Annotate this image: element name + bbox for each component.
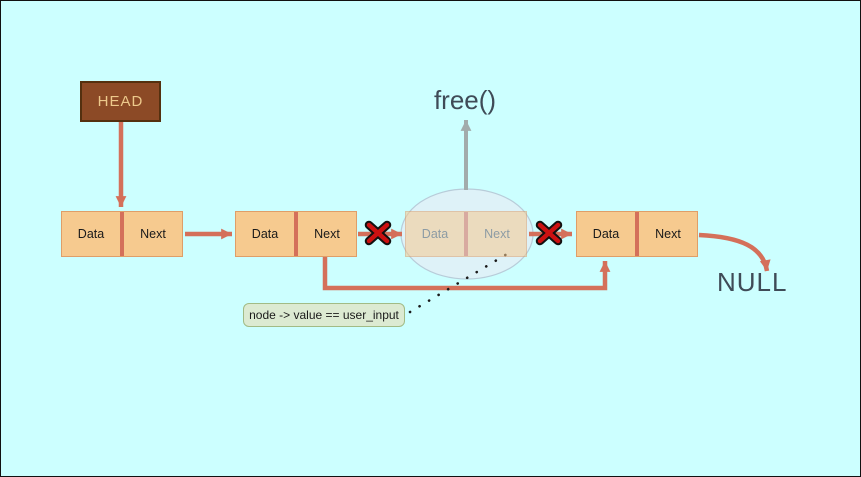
node-2-divider xyxy=(294,212,298,256)
node-1-divider xyxy=(120,212,124,256)
node-1-next-cell: Next xyxy=(140,227,166,241)
node-3-next-cell: Next xyxy=(484,227,510,241)
head-box: HEAD xyxy=(80,81,161,122)
null-pointer-arrow xyxy=(698,232,771,272)
list-node-1: Data Next xyxy=(61,211,183,257)
list-node-4: Data Next xyxy=(576,211,698,257)
list-node-2: Data Next xyxy=(235,211,357,257)
node-3-divider xyxy=(464,212,468,256)
node-4-data-cell: Data xyxy=(592,227,620,241)
broken-link-x-icon-2 xyxy=(535,220,563,246)
node-4-divider xyxy=(635,212,639,256)
node-4-next-cell: Next xyxy=(655,227,681,241)
head-label: HEAD xyxy=(97,93,144,110)
node-3-data-cell: Data xyxy=(421,227,449,241)
free-call-label: free() xyxy=(433,85,497,115)
condition-dotted-line xyxy=(408,249,514,314)
condition-label: node -> value == user_input xyxy=(243,303,405,327)
node-2-data-cell: Data xyxy=(251,227,279,241)
bypass-pointer-arrow xyxy=(322,257,611,291)
broken-link-x-icon-1 xyxy=(364,220,392,246)
list-node-3-freed: Data Next xyxy=(405,211,527,257)
node-2-next-cell: Next xyxy=(314,227,340,241)
node-1-data-cell: Data xyxy=(77,227,105,241)
null-label: NULL xyxy=(717,267,788,297)
